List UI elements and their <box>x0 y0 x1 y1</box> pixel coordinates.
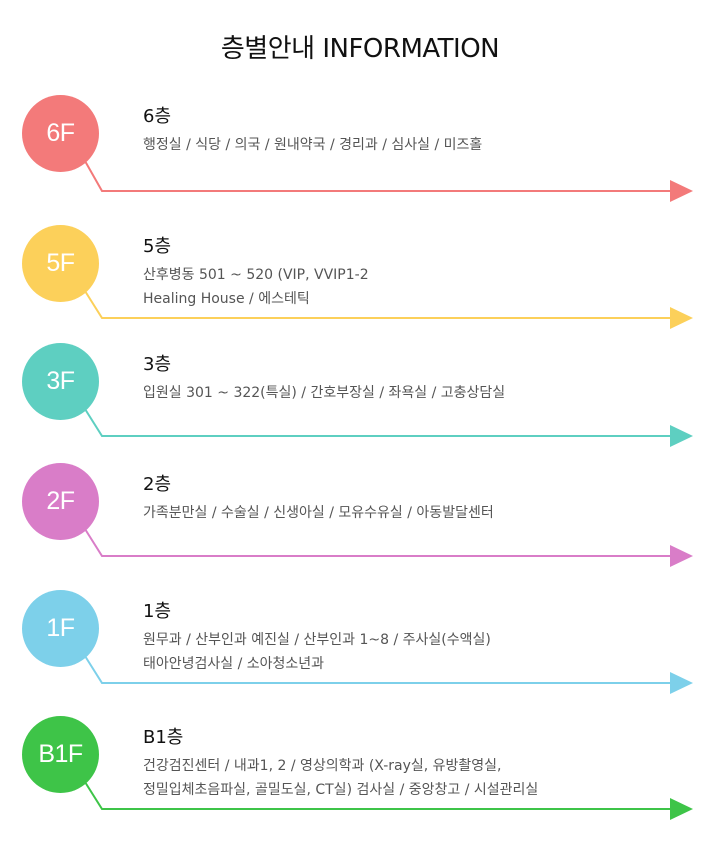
floor-desc-line: 가족분만실 / 수술실 / 신생아실 / 모유수유실 / 아동발달센터 <box>143 505 494 521</box>
floor-description: 원무과 / 산부인과 예진실 / 산부인과 1~8 / 주사실(수액실) 태아안… <box>143 628 703 676</box>
floor-arrow <box>84 160 693 202</box>
floor-title: 1층 <box>143 601 172 622</box>
floor-desc-line: 건강검진센터 / 내과1, 2 / 영상의학과 (X-ray실, 유방촬영실, <box>143 758 502 774</box>
floor-desc-line: 입원실 301 ~ 322(특실) / 간호부장실 / 좌욕실 / 고충상담실 <box>143 385 506 401</box>
floor-1f: 1F 1층 원무과 / 산부인과 예진실 / 산부인과 1~8 / 주사실(수액… <box>0 590 720 700</box>
floor-b1f: B1F B1층 건강검진센터 / 내과1, 2 / 영상의학과 (X-ray실,… <box>0 716 720 826</box>
floor-description: 가족분만실 / 수술실 / 신생아실 / 모유수유실 / 아동발달센터 <box>143 501 703 525</box>
floor-title: B1층 <box>143 727 184 748</box>
floor-arrow <box>84 290 693 329</box>
floor-badge: 6F <box>22 95 99 172</box>
floor-arrow <box>84 781 693 820</box>
floor-arrow <box>84 528 693 567</box>
floor-arrow <box>84 408 693 447</box>
floor-badge: 3F <box>22 343 99 420</box>
floor-6f: 6F 6층 행정실 / 식당 / 의국 / 원내약국 / 경리과 / 심사실 /… <box>0 95 720 205</box>
floor-desc-line: 태아안녕검사실 / 소아청소년과 <box>143 656 325 672</box>
floor-desc-line: 산후병동 501 ~ 520 (VIP, VVIP1-2 <box>143 267 369 283</box>
floor-desc-line: 정밀입체초음파실, 골밀도실, CT실) 검사실 / 중앙창고 / 시설관리실 <box>143 782 539 798</box>
floor-badge: 5F <box>22 225 99 302</box>
floor-2f: 2F 2층 가족분만실 / 수술실 / 신생아실 / 모유수유실 / 아동발달센… <box>0 463 720 573</box>
floor-desc-line: 행정실 / 식당 / 의국 / 원내약국 / 경리과 / 심사실 / 미즈홀 <box>143 137 483 153</box>
floor-title: 2층 <box>143 474 172 495</box>
floor-5f: 5F 5층 산후병동 501 ~ 520 (VIP, VVIP1-2 Heali… <box>0 225 720 335</box>
floor-badge: B1F <box>22 716 99 793</box>
floor-desc-line: 원무과 / 산부인과 예진실 / 산부인과 1~8 / 주사실(수액실) <box>143 632 491 648</box>
floor-desc-line: Healing House / 에스테틱 <box>143 291 310 307</box>
page-title: 층별안내 INFORMATION <box>220 34 500 64</box>
floor-title: 6층 <box>143 106 172 127</box>
floor-3f: 3F 3층 입원실 301 ~ 322(특실) / 간호부장실 / 좌욕실 / … <box>0 343 720 453</box>
floor-description: 건강검진센터 / 내과1, 2 / 영상의학과 (X-ray실, 유방촬영실, … <box>143 754 703 802</box>
floor-badge: 2F <box>22 463 99 540</box>
floor-arrow <box>84 655 693 694</box>
floor-description: 산후병동 501 ~ 520 (VIP, VVIP1-2 Healing Hou… <box>143 263 703 311</box>
floor-badge: 1F <box>22 590 99 667</box>
floor-description: 입원실 301 ~ 322(특실) / 간호부장실 / 좌욕실 / 고충상담실 <box>143 381 703 405</box>
floor-description: 행정실 / 식당 / 의국 / 원내약국 / 경리과 / 심사실 / 미즈홀 <box>143 133 703 157</box>
floor-title: 5층 <box>143 236 172 257</box>
floor-title: 3층 <box>143 354 172 375</box>
